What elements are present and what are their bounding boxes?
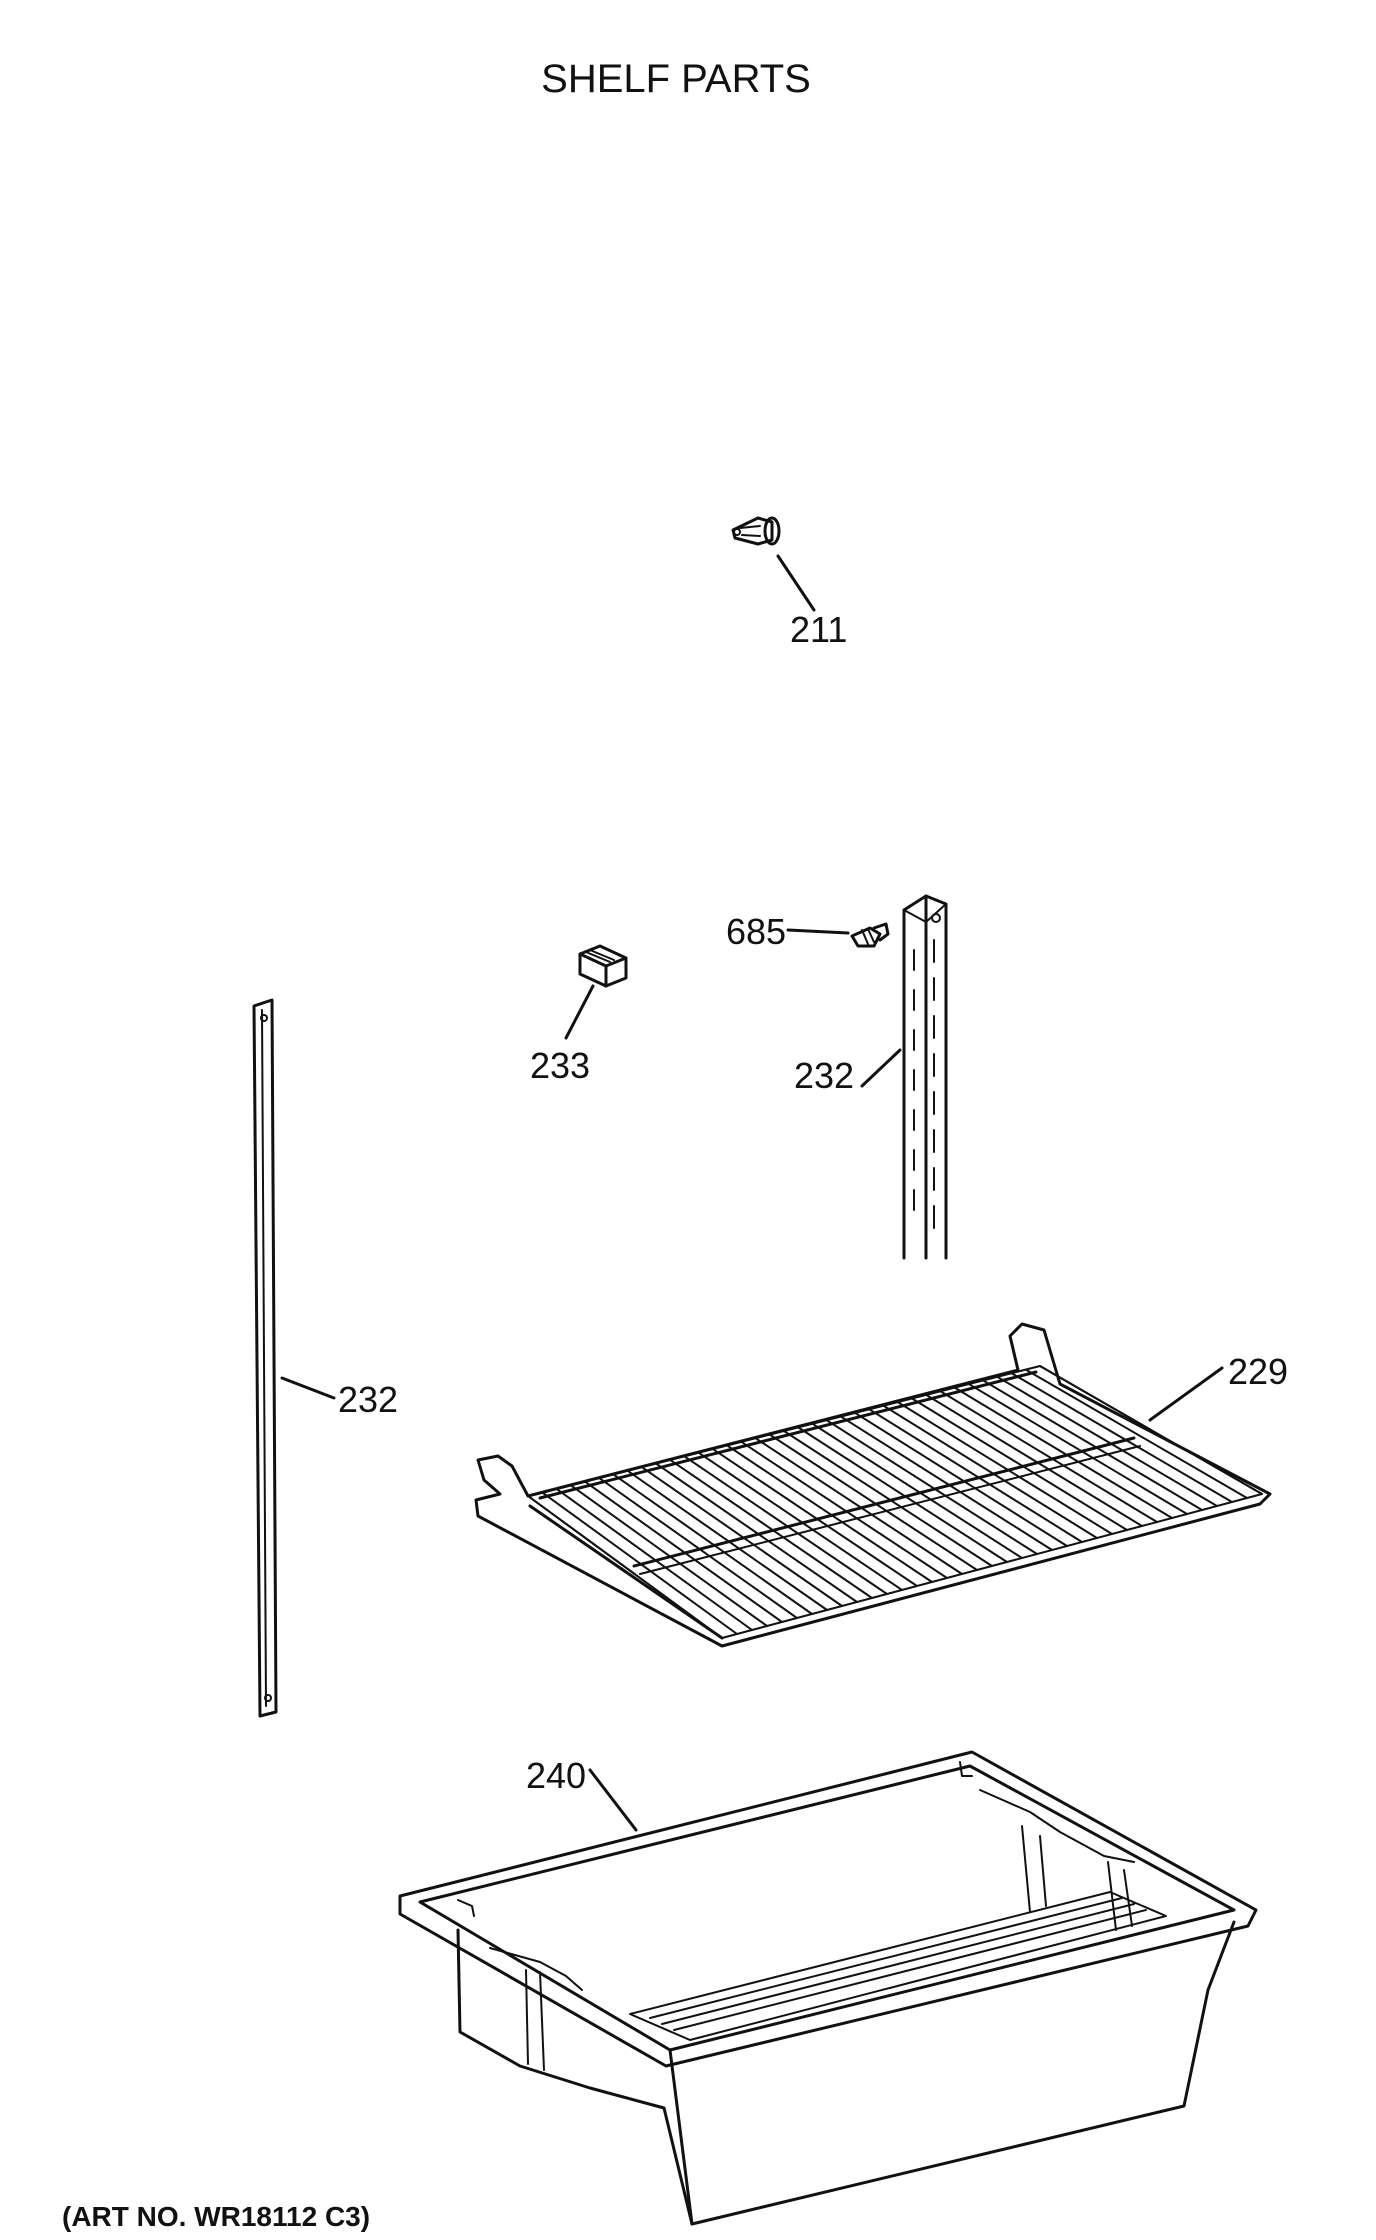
wire-rod bbox=[939, 1390, 1158, 1523]
wire-rod bbox=[583, 1480, 783, 1623]
wire-rod bbox=[1039, 1365, 1263, 1495]
wire-rod bbox=[811, 1422, 1023, 1559]
part-685-screw bbox=[850, 922, 890, 948]
wire-rod bbox=[569, 1484, 768, 1627]
wire-rod bbox=[655, 1462, 858, 1603]
art-number: (ART NO. WR18112 C3) bbox=[62, 2201, 370, 2232]
wire-rod bbox=[697, 1451, 903, 1591]
callout-232-right: 232 bbox=[794, 1055, 854, 1096]
callout-685: 685 bbox=[726, 911, 786, 952]
wire-shelf-rods bbox=[527, 1365, 1263, 1639]
leader-line-233 bbox=[564, 984, 595, 1040]
wire-rod bbox=[541, 1491, 738, 1635]
callout-211: 211 bbox=[790, 609, 847, 650]
wire-rod bbox=[953, 1386, 1173, 1519]
wire-rod bbox=[896, 1401, 1113, 1535]
wire-rod bbox=[797, 1426, 1008, 1563]
wire-rod bbox=[925, 1393, 1143, 1527]
wire-rod bbox=[783, 1430, 993, 1567]
wire-rod bbox=[967, 1383, 1188, 1515]
wire-rod bbox=[1010, 1372, 1233, 1503]
wire-rod bbox=[768, 1433, 978, 1571]
wire-rod bbox=[626, 1469, 828, 1611]
leader-line-232-right bbox=[860, 1048, 902, 1088]
part-232-left-shelf-standard bbox=[252, 998, 278, 1718]
part-232-right-shelf-standard bbox=[902, 894, 948, 1260]
callout-229: 229 bbox=[1228, 1351, 1288, 1392]
wire-rod bbox=[527, 1495, 723, 1639]
leader-line-211 bbox=[776, 554, 816, 612]
leader-line-229 bbox=[1148, 1366, 1224, 1422]
wire-rod bbox=[996, 1375, 1218, 1507]
part-233-shelf-clip bbox=[578, 944, 628, 988]
leader-line-685 bbox=[786, 928, 850, 935]
wire-rod bbox=[598, 1476, 798, 1619]
callout-232-left: 232 bbox=[338, 1379, 398, 1420]
wire-rod bbox=[882, 1404, 1098, 1539]
wire-rod bbox=[911, 1397, 1128, 1531]
wire-rod bbox=[754, 1437, 963, 1575]
wire-rod bbox=[683, 1455, 888, 1595]
wire-rod bbox=[854, 1411, 1068, 1547]
wire-rod bbox=[740, 1440, 948, 1579]
part-240-pan bbox=[398, 1750, 1258, 2226]
wire-rod bbox=[726, 1444, 933, 1583]
part-211-shelf-stud bbox=[731, 516, 781, 546]
leader-line-232-left bbox=[280, 1376, 336, 1400]
wire-rod bbox=[612, 1473, 813, 1615]
callout-233: 233 bbox=[530, 1045, 590, 1086]
page-title: SHELF PARTS bbox=[541, 57, 811, 101]
leader-line-240 bbox=[588, 1768, 638, 1832]
wire-rod bbox=[982, 1379, 1203, 1511]
wire-rod bbox=[868, 1408, 1083, 1543]
wire-rod bbox=[825, 1419, 1038, 1555]
wire-rod bbox=[669, 1458, 873, 1599]
wire-rod bbox=[711, 1448, 918, 1587]
callout-240: 240 bbox=[526, 1755, 586, 1796]
wire-rod bbox=[555, 1487, 753, 1631]
wire-rod bbox=[1024, 1368, 1248, 1499]
wire-rod bbox=[839, 1415, 1053, 1551]
part-229-wire-shelf bbox=[474, 1322, 1272, 1648]
wire-rod bbox=[640, 1466, 843, 1607]
